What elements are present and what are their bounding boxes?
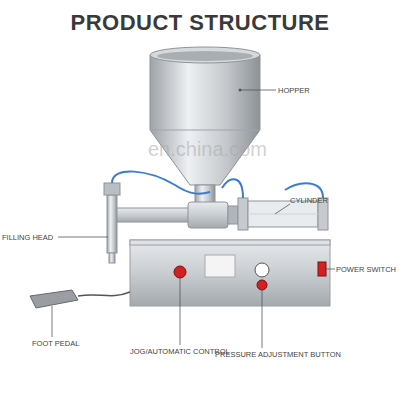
- part-label: POWER SWITCH: [336, 265, 396, 274]
- cylinder-cap: [238, 198, 248, 230]
- leader-line: [275, 204, 290, 214]
- nozzle: [109, 253, 115, 263]
- part-label: HOPPER: [278, 86, 310, 95]
- hopper-body: [150, 55, 260, 185]
- jog-button: [174, 266, 186, 278]
- air-tube: [222, 179, 243, 198]
- hopper-seam: [150, 130, 260, 131]
- leader-line: [180, 278, 181, 345]
- part-label: PRESSURE ADJUSTMENT BUTTON: [215, 350, 341, 359]
- part-label: FILLING HEAD: [2, 233, 53, 242]
- pressure-knob: [257, 280, 267, 290]
- base-top: [130, 240, 330, 245]
- head-cylinder: [104, 183, 120, 195]
- diagram-title: PRODUCT STRUCTURE: [0, 10, 400, 36]
- leader-line: [262, 290, 263, 348]
- nameplate: [205, 255, 235, 277]
- leader-line: [240, 90, 276, 91]
- leader-line: [326, 269, 335, 270]
- valve-body: [188, 202, 228, 228]
- watermark: en.china.com: [148, 138, 267, 161]
- part-label: CYLINDER: [290, 196, 328, 205]
- part-label: FOOT PEDAL: [32, 339, 79, 348]
- air-tube: [112, 171, 210, 193]
- leader-line: [58, 237, 108, 238]
- filling-head: [107, 195, 117, 253]
- pressure-gauge: [255, 263, 269, 277]
- piston-rod: [228, 206, 238, 224]
- leader-dot: [239, 89, 242, 92]
- hopper-inside: [157, 51, 253, 61]
- pedal-cable: [78, 292, 130, 296]
- tie-rod: [248, 214, 318, 215]
- leader-line: [52, 306, 53, 337]
- air-tube: [285, 183, 323, 198]
- power-switch: [318, 262, 326, 276]
- part-label: JOG/AUTOMATIC CONTROL: [130, 347, 230, 356]
- machine-base: [130, 240, 330, 306]
- hopper-rim: [150, 47, 260, 63]
- foot-pedal: [30, 290, 78, 308]
